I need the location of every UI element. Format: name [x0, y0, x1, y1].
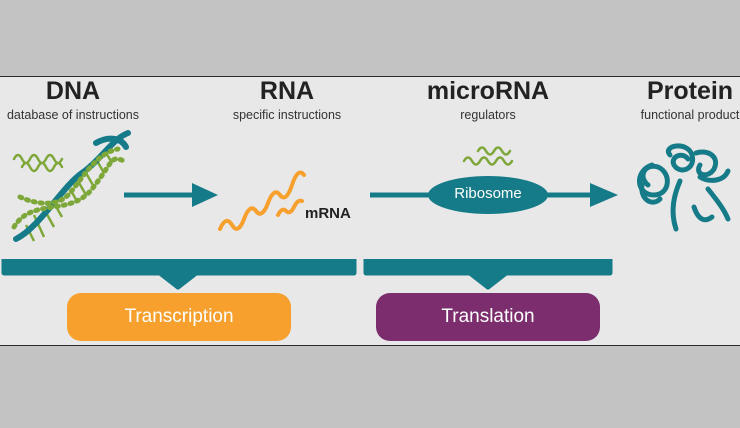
protein-subtitle: functional product	[640, 108, 740, 122]
translation-bracket	[363, 259, 613, 290]
mrna-label: mRNA	[305, 205, 351, 222]
transcription-text: Transcription	[124, 306, 234, 327]
translation-label: Translation	[376, 293, 600, 341]
protein-coil-icon	[637, 143, 731, 232]
mrna-squiggle-icon	[218, 170, 306, 231]
ribosome-shape	[428, 176, 548, 214]
microrna-heading: microRNA regulators	[408, 77, 568, 123]
diagram-panel: DNA database of instructions RNA specifi…	[0, 76, 740, 346]
microrna-squiggle-icon	[462, 146, 514, 166]
mrna-squiggle-small-icon	[276, 198, 304, 217]
rna-heading: RNA specific instructions	[212, 77, 362, 123]
microrna-subtitle: regulators	[460, 108, 516, 122]
dna-heading: DNA database of instructions	[0, 77, 158, 123]
dna-squiggle-icon	[12, 153, 64, 173]
transcription-label: Transcription	[67, 293, 291, 341]
transcription-bracket	[1, 259, 357, 290]
dna-helix-icon	[11, 130, 131, 242]
dna-subtitle: database of instructions	[6, 108, 140, 122]
protein-heading: Protein functional product	[620, 77, 740, 123]
dna-title: DNA	[45, 77, 101, 105]
translation-text: Translation	[441, 306, 535, 327]
transcription-arrow-icon	[124, 183, 218, 207]
ribosome-label: Ribosome	[454, 185, 522, 202]
rna-subtitle: specific instructions	[232, 108, 342, 122]
microrna-title: microRNA	[426, 77, 550, 105]
diagram-artwork	[1, 130, 731, 290]
protein-title: Protein	[646, 77, 734, 105]
rna-title: RNA	[259, 77, 315, 105]
